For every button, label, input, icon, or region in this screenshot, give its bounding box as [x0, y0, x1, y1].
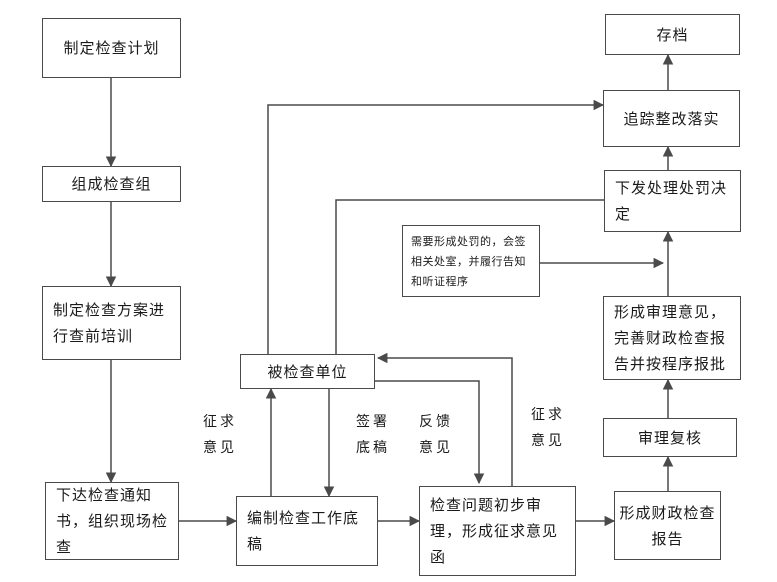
- initial-label: 检查问题初步审理，形成征求意见函: [430, 496, 559, 566]
- archive-box: 存档: [605, 14, 740, 55]
- edge-label-solicit-right: 征求意见: [531, 407, 565, 449]
- inspected-box: 被检查单位: [240, 354, 375, 389]
- opinion-label: 形成审理意见，完善财政检查报告并按程序报批: [614, 303, 727, 373]
- line-decision-to-inspected: [335, 199, 604, 354]
- report-box: 形成财政检查报告: [614, 491, 721, 560]
- arrow-initial-to-inspected: [376, 352, 513, 486]
- arrow-inspected-to-track: [267, 99, 605, 354]
- track-box: 追踪整改落实: [603, 90, 740, 147]
- penalty-note-box: 需要形成处罚的，会签相关处室，并履行告知和听证程序: [402, 225, 540, 297]
- initial-box: 检查问题初步审理，形成征求意见函: [419, 486, 576, 576]
- team-box: 组成检查组: [42, 166, 181, 202]
- decision-box: 下发处理处罚决定: [604, 170, 741, 232]
- review-box: 审理复核: [603, 418, 737, 457]
- track-label: 追踪整改落实: [623, 109, 720, 128]
- scheme-label: 制定检查方案进行查前培训: [53, 301, 166, 345]
- edge-label-sign: 签署底稿: [356, 414, 390, 456]
- decision-label: 下发处理处罚决定: [615, 179, 728, 223]
- archive-label: 存档: [656, 25, 689, 44]
- opinion-box: 形成审理意见，完善财政检查报告并按程序报批: [603, 296, 741, 380]
- plan-label: 制定检查计划: [63, 39, 160, 57]
- penalty-note-label: 需要形成处罚的，会签相关处室，并履行告知和听证程序: [411, 235, 526, 288]
- edge-label-feedback: 反馈意见: [419, 414, 453, 456]
- draft-box: 编制检查工作底稿: [236, 496, 378, 566]
- report-label: 形成财政检查报告: [619, 503, 716, 548]
- plan-box: 制定检查计划: [42, 18, 181, 78]
- team-label: 组成检查组: [71, 175, 152, 193]
- arrow-inspected-to-initial: [375, 380, 485, 485]
- review-label: 审理复核: [637, 428, 702, 447]
- inspected-label: 被检查单位: [267, 362, 348, 381]
- edge-label-solicit-left: 征求意见: [203, 414, 237, 456]
- draft-label: 编制检查工作底稿: [247, 509, 360, 553]
- scheme-box: 制定检查方案进行查前培训: [42, 286, 181, 360]
- notice-label: 下达检查通知书，组织现场检查: [56, 486, 169, 556]
- notice-box: 下达检查通知书，组织现场检查: [45, 482, 179, 560]
